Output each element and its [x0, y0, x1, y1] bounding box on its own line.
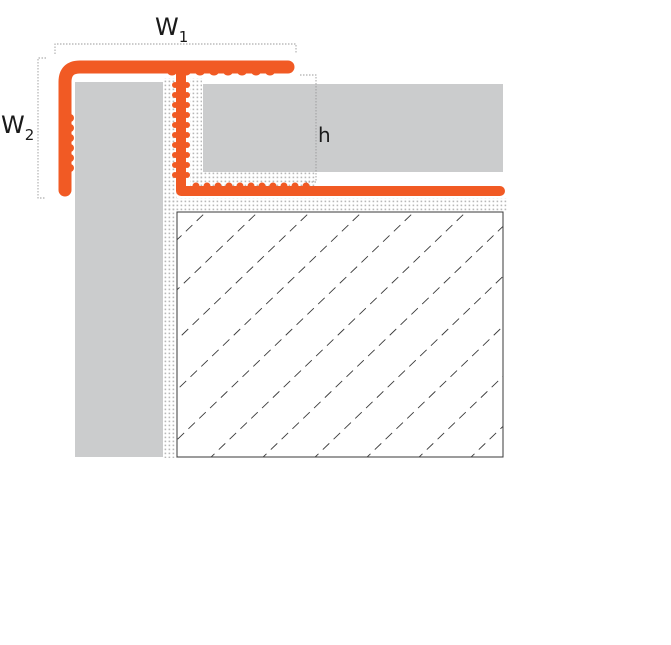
serration-bump — [258, 182, 266, 190]
serration-bump — [184, 122, 190, 128]
hatch-line — [177, 212, 415, 441]
serration-bump — [192, 182, 200, 190]
substrate-wall — [75, 82, 163, 457]
serration-bump — [172, 102, 178, 108]
serration-bump — [184, 142, 190, 148]
serration-bump — [222, 64, 234, 76]
serration-bump — [194, 64, 206, 76]
profile-serration-side — [66, 114, 74, 172]
hatch-line — [624, 210, 671, 460]
serration-bump — [184, 132, 190, 138]
serration-bump — [184, 92, 190, 98]
serration-bump — [184, 152, 190, 158]
serration-bump — [172, 82, 178, 88]
profile-anchor-leg — [176, 62, 505, 196]
serration-bump — [203, 182, 211, 190]
serration-bump — [247, 182, 255, 190]
serration-bump — [184, 172, 190, 178]
hatch-line — [520, 210, 671, 460]
serration-bump — [172, 132, 178, 138]
serration-bump — [236, 64, 248, 76]
hatch-line — [366, 325, 503, 457]
serration-bump — [269, 182, 277, 190]
serration-bump — [66, 134, 74, 142]
profile-serration-top — [166, 64, 276, 76]
serration-bump — [184, 162, 190, 168]
serration-bump — [172, 122, 178, 128]
serration-bump — [184, 112, 190, 118]
serration-bump — [66, 144, 74, 152]
serration-bump — [66, 114, 74, 122]
adhesive-strip-horizontal — [163, 198, 508, 212]
serration-bump — [180, 64, 192, 76]
serration-bump — [172, 162, 178, 168]
hatched-tile — [0, 210, 671, 460]
adhesive-strip-gap — [190, 78, 202, 188]
hatch-line — [177, 212, 311, 341]
serration-bump — [208, 64, 220, 76]
serration-bump — [172, 92, 178, 98]
dimension-lines — [37, 43, 317, 199]
serration-bump — [264, 64, 276, 76]
serration-bump — [250, 64, 262, 76]
label-w1: W1 — [155, 13, 188, 46]
dimension-w2 — [37, 57, 46, 199]
substrate-tile-top — [203, 84, 503, 172]
label-h: h — [318, 123, 331, 147]
serration-bump — [172, 142, 178, 148]
profile-serration-anchor — [172, 82, 190, 178]
serration-bump — [214, 182, 222, 190]
serration-bump — [172, 112, 178, 118]
profile-outer-leg — [58, 60, 295, 197]
hatch-line — [177, 212, 363, 391]
hatch-line — [210, 212, 467, 457]
serration-bump — [291, 182, 299, 190]
serration-bump — [302, 182, 310, 190]
serration-bump — [225, 182, 233, 190]
profile-serration-base — [192, 182, 310, 190]
serration-bump — [184, 102, 190, 108]
hatch-line — [262, 225, 503, 457]
hatch-line — [572, 210, 671, 460]
serration-bump — [236, 182, 244, 190]
serration-bump — [66, 124, 74, 132]
dimension-h — [300, 74, 317, 183]
label-w2: W2 — [1, 111, 34, 144]
hatch-line — [177, 212, 259, 291]
edge-profile — [58, 60, 505, 197]
hatch-line — [0, 210, 52, 460]
serration-bump — [172, 152, 178, 158]
serration-bump — [66, 154, 74, 162]
serration-bump — [166, 64, 178, 76]
hatch-line — [418, 375, 503, 457]
dimension-w1 — [54, 43, 297, 54]
serration-bump — [184, 82, 190, 88]
serration-bump — [66, 164, 74, 172]
serration-bump — [172, 172, 178, 178]
serration-bump — [280, 182, 288, 190]
hatch-line — [314, 275, 503, 457]
